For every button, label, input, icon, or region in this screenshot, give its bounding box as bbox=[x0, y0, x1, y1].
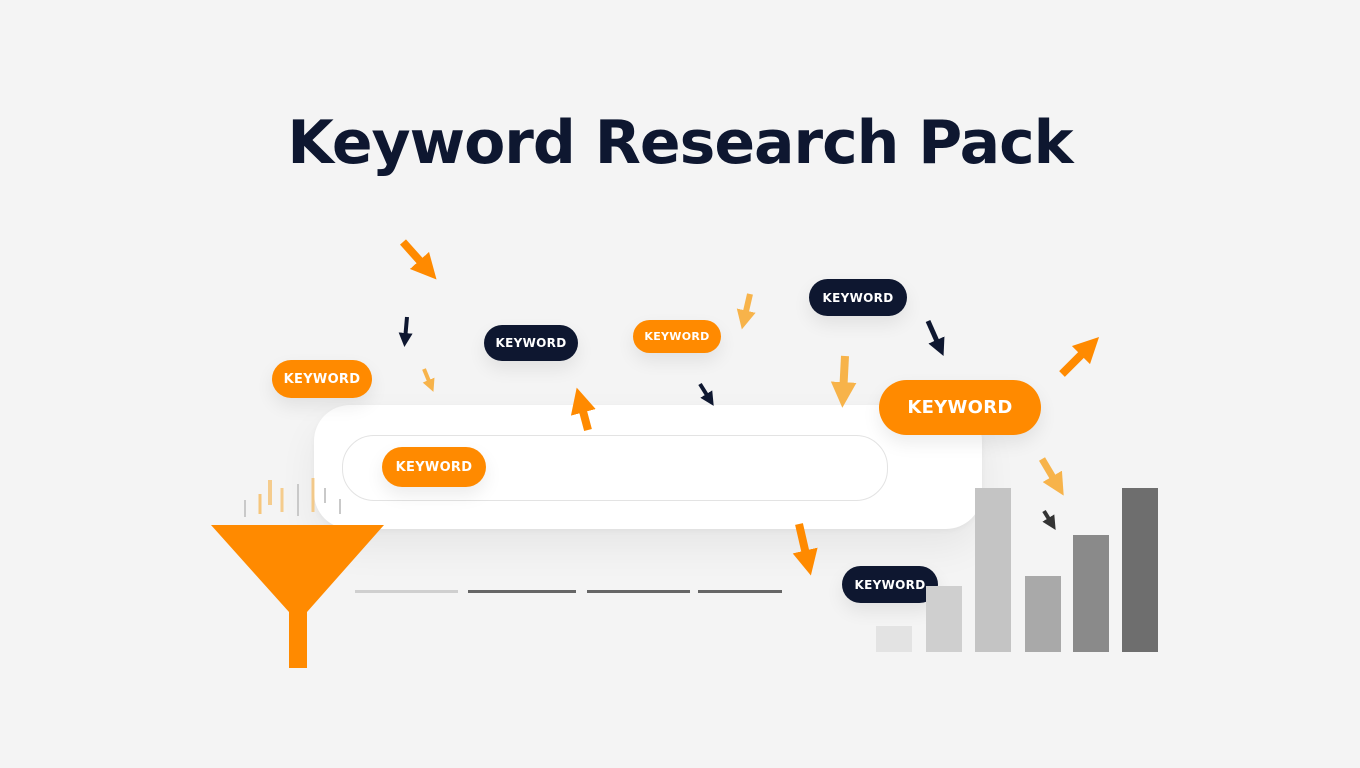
arrow-icon bbox=[736, 293, 756, 330]
arrow-icon bbox=[792, 523, 818, 576]
arrow-icon bbox=[830, 355, 857, 408]
chart-bar bbox=[1122, 488, 1158, 652]
arrow-icon bbox=[1038, 457, 1064, 496]
divider bbox=[698, 590, 782, 593]
page-title: Keyword Research Pack bbox=[287, 108, 1073, 178]
keyword-tag[interactable]: KEYWORD bbox=[382, 447, 486, 487]
arrow-icon bbox=[698, 382, 714, 406]
funnel-icon bbox=[211, 478, 384, 668]
chart-bar bbox=[975, 488, 1011, 652]
keyword-tag[interactable]: KEYWORD bbox=[879, 380, 1041, 435]
divider bbox=[468, 590, 576, 593]
chart-bar bbox=[926, 586, 962, 652]
arrow-icon bbox=[1042, 509, 1056, 530]
arrow-icon bbox=[925, 319, 945, 356]
arrow-icon bbox=[1059, 336, 1100, 377]
arrow-icon bbox=[400, 239, 437, 280]
keyword-tag[interactable]: KEYWORD bbox=[272, 360, 372, 398]
divider bbox=[355, 590, 458, 593]
search-card bbox=[314, 405, 982, 529]
divider bbox=[587, 590, 690, 593]
arrow-icon bbox=[570, 387, 596, 432]
chart-bar bbox=[1073, 535, 1109, 652]
chart-bar bbox=[876, 626, 912, 652]
keyword-tag[interactable]: KEYWORD bbox=[484, 325, 578, 361]
keyword-tag[interactable]: KEYWORD bbox=[842, 566, 938, 603]
keyword-tag[interactable]: KEYWORD bbox=[809, 279, 907, 316]
arrow-icon bbox=[422, 368, 435, 392]
arrow-icon bbox=[398, 316, 413, 347]
chart-bar bbox=[1025, 576, 1061, 652]
keyword-tag[interactable]: KEYWORD bbox=[633, 320, 721, 353]
